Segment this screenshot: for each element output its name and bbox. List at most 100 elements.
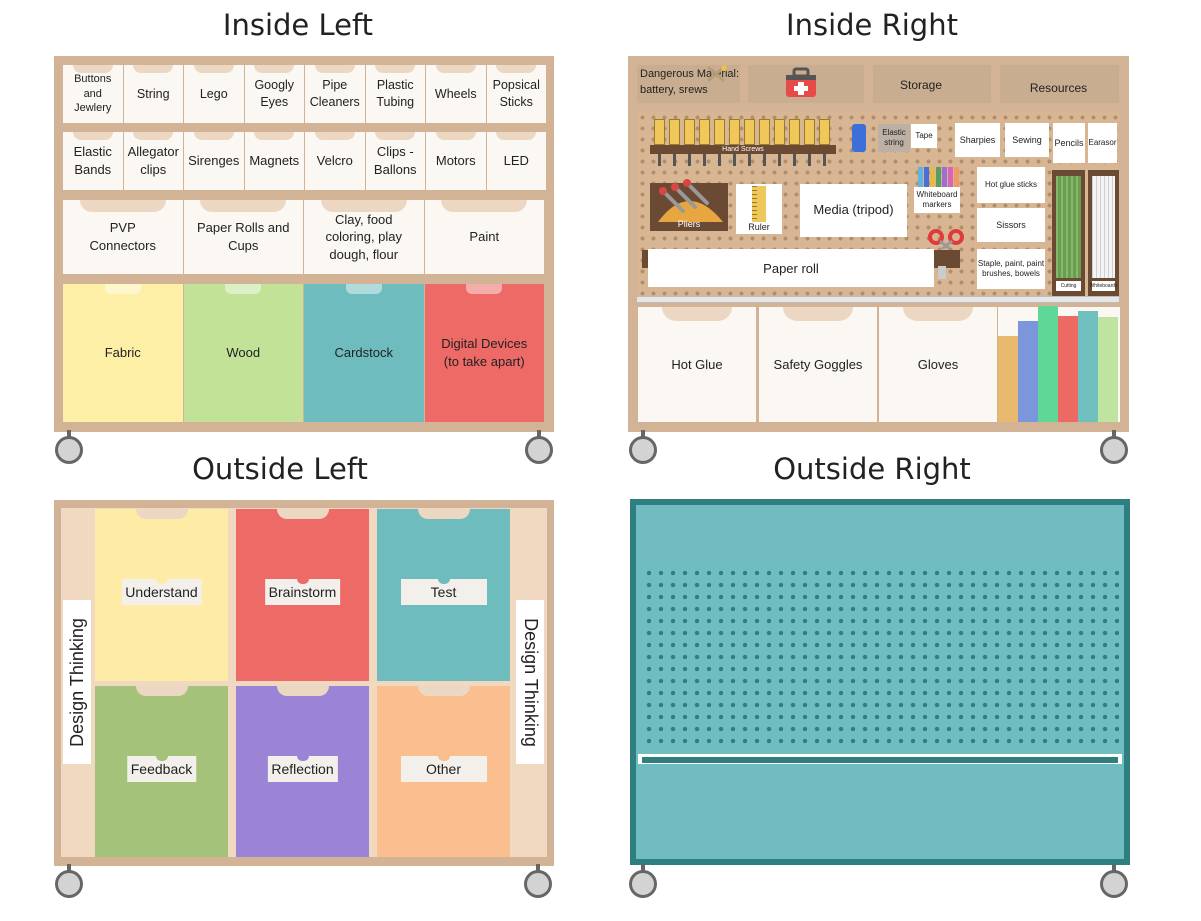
small-bin: Pipe Cleaners — [305, 65, 365, 123]
tape-label: Tape — [911, 124, 937, 148]
first-aid-kit-icon — [784, 67, 818, 104]
dangerous-material-box — [637, 65, 740, 103]
hand-screw-clamp — [714, 119, 725, 145]
small-bin: Clips - Ballons — [365, 132, 425, 190]
bin-label: Reflection — [271, 761, 334, 777]
bin-handle-notch — [276, 509, 329, 519]
hand-screw-rod — [823, 154, 826, 166]
sewing-label: Sewing — [1005, 123, 1049, 157]
caster-wheel — [629, 870, 657, 898]
bin-label: Feedback — [130, 761, 193, 777]
bin-label: Wheels — [434, 86, 477, 101]
tag-notch — [296, 579, 309, 584]
bin-handle-notch — [254, 132, 295, 140]
tag-notch — [437, 756, 450, 761]
markers-icon — [917, 165, 961, 192]
hand-screw-rod — [808, 154, 811, 166]
hand-screw-clamp — [774, 119, 785, 145]
bin-label: Lego — [199, 86, 228, 101]
bin-handle-notch — [314, 65, 355, 73]
bin-handle-notch — [466, 284, 503, 294]
ruler-label: Ruler — [748, 222, 770, 232]
elastic-string-label: Elastic string — [878, 124, 910, 152]
bin-label: Buttons and Jewlery — [74, 72, 112, 115]
bin-handle-notch — [417, 686, 470, 696]
large-bin: Digital Devices (to take apart) — [424, 284, 544, 422]
hand-screw-clamp — [654, 119, 665, 145]
bin-handle-notch — [783, 307, 853, 321]
bin-handle-notch — [441, 200, 528, 212]
hand-screw-clamp — [699, 119, 710, 145]
bin-label: Other — [425, 761, 461, 777]
pliers-icon — [653, 175, 725, 228]
bin-handle-notch — [435, 65, 476, 73]
hand-screw-clamp — [744, 119, 755, 145]
bin-label: Googly Eyes — [254, 78, 295, 109]
caster-wheel — [525, 436, 553, 464]
bin-handle-notch — [345, 284, 382, 294]
bin-handle-notch — [133, 132, 174, 140]
bin-label: Wood — [226, 345, 261, 361]
small-bin: Lego — [184, 65, 244, 123]
hand-screw-rod — [703, 154, 706, 166]
book — [1058, 316, 1078, 422]
caster-wheel — [55, 870, 83, 898]
caster-stem — [67, 864, 71, 874]
small-bin: Wheels — [426, 65, 486, 123]
pencils-label: Pencils — [1053, 123, 1085, 163]
medium-bin: Paint — [424, 200, 544, 274]
bin-label: Magnets — [249, 153, 300, 169]
caster-wheel — [629, 436, 657, 464]
bottom-bin: Gloves — [879, 307, 997, 422]
design-thinking-bin: Other — [377, 686, 510, 857]
caster-stem — [641, 864, 645, 874]
caster-stem — [67, 430, 71, 440]
bin-label: Sirenges — [188, 153, 240, 169]
cutting-board — [1056, 176, 1081, 278]
book — [1098, 317, 1118, 422]
bin-label: Brainstorm — [268, 584, 337, 600]
book — [1078, 311, 1098, 422]
hand-screw-clamp — [669, 119, 680, 145]
bin-handle-notch — [375, 132, 416, 140]
small-bin: Magnets — [244, 132, 304, 190]
bin-handle-notch — [193, 65, 234, 73]
bin-handle-notch — [320, 200, 407, 212]
bottom-bin: Hot Glue — [638, 307, 756, 422]
design-thinking-bin: Reflection — [236, 686, 369, 857]
design-thinking-bin: Test — [377, 509, 510, 681]
bin-handle-notch — [375, 65, 416, 73]
bin-label: LED — [503, 153, 529, 169]
bin-label: Motors — [435, 153, 476, 169]
tag-notch — [296, 756, 309, 761]
bin-handle-notch — [104, 284, 141, 294]
medium-bin: Paper Rolls and Cups — [183, 200, 303, 274]
hand-screw-rod — [688, 154, 691, 166]
bin-label: Test — [430, 584, 457, 600]
bin-handle-notch — [496, 132, 537, 140]
staple-paint-label: Staple, paint, paint brushes, bowels — [977, 249, 1045, 289]
caster-wheel — [524, 870, 552, 898]
caster-wheel — [1100, 436, 1128, 464]
caster-stem — [537, 430, 541, 440]
bin-label: Paper Rolls and Cups — [197, 220, 290, 253]
bin-tag: Reflection — [267, 756, 338, 782]
hand-screw-rod — [793, 154, 796, 166]
bin-handle-notch — [903, 307, 973, 321]
bin-handle-notch — [435, 132, 476, 140]
large-bin: Fabric — [63, 284, 183, 422]
bin-label: Velcro — [316, 153, 353, 169]
ruler-icon — [752, 186, 766, 222]
bin-handle-notch — [72, 65, 113, 73]
paper-roll: Paper roll — [648, 249, 934, 287]
outside-right-title: Outside Right — [773, 452, 971, 486]
bin-label: Elastic Bands — [73, 144, 112, 177]
small-bin: Velcro — [305, 132, 365, 190]
whiteboards-stack — [1092, 176, 1115, 278]
bin-label: Understand — [125, 584, 198, 600]
bin-handle-notch — [135, 686, 188, 696]
storage-label: Storage — [899, 78, 943, 92]
pliers-label: Pliers — [677, 219, 701, 229]
small-bin: Plastic Tubing — [365, 65, 425, 123]
caster-stem — [1112, 864, 1116, 874]
